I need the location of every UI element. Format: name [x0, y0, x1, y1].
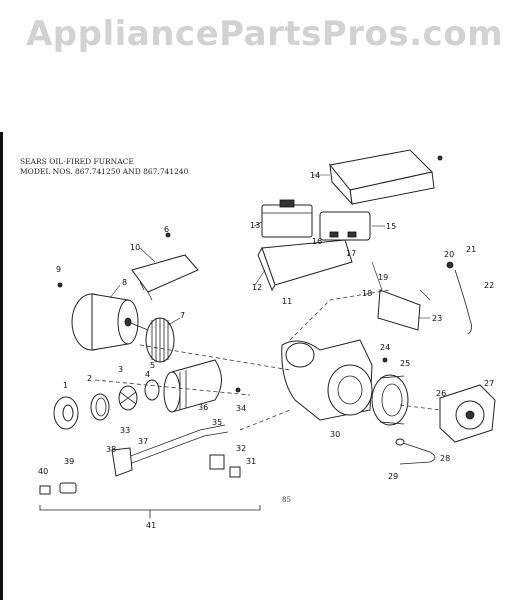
- part-12-mounting-plate: [257, 239, 353, 292]
- part-40-nozzle-adapter: [39, 485, 51, 495]
- callout-33: 33: [120, 426, 130, 435]
- callout-27: 27: [484, 379, 494, 388]
- part-27-oil-pump: [439, 384, 496, 443]
- callout-4: 4: [145, 370, 150, 379]
- callout-9: 9: [56, 265, 61, 274]
- page-margin-line: [0, 132, 3, 600]
- callout-21: 21: [466, 245, 476, 254]
- callout-10: 10: [130, 243, 140, 252]
- callout-3: 3: [118, 365, 123, 374]
- diagram-title-block: SEARS OIL-FIRED FURNACE MODEL NOS. 867.7…: [20, 157, 188, 177]
- part-28-oil-line: [395, 438, 436, 465]
- callout-7: 7: [180, 311, 185, 320]
- diagram-title: SEARS OIL-FIRED FURNACE: [20, 157, 134, 166]
- callout-15: 15: [386, 222, 396, 231]
- part-4-band: [144, 379, 160, 401]
- callout-11: 11: [282, 297, 292, 306]
- page-number: 85: [282, 496, 291, 504]
- callout-36: 36: [198, 403, 208, 412]
- part-8-blower-motor: [71, 293, 149, 351]
- callout-6: 6: [164, 225, 169, 234]
- callout-24: 24: [380, 343, 390, 352]
- callout-23: 23: [432, 314, 442, 323]
- callout-40: 40: [38, 467, 48, 476]
- callout-19: 19: [378, 273, 388, 282]
- part-3-air-shutter: [118, 385, 138, 411]
- watermark: AppliancePartsPros.com: [25, 14, 503, 54]
- callout-25: 25: [400, 359, 410, 368]
- part-38-electrode-bracket: [111, 447, 133, 477]
- part-15-relay: [319, 211, 371, 241]
- callout-leader-lines: [109, 174, 431, 326]
- callout-41: 41: [146, 521, 156, 530]
- diagram-model-numbers: MODEL NOS. 867.741250 AND 867.741240: [20, 167, 189, 176]
- part-1-cover: [53, 396, 79, 430]
- callout-14: 14: [310, 171, 320, 180]
- part-39-nozzle: [59, 482, 77, 494]
- callout-29: 29: [388, 472, 398, 481]
- assembly-guide-lines: [94, 289, 441, 431]
- callout-38: 38: [106, 445, 116, 454]
- callout-28: 28: [440, 454, 450, 463]
- part-13-ignition-transformer: [261, 199, 313, 238]
- part-10-cover-plate: [131, 254, 199, 301]
- callout-18: 18: [362, 289, 372, 298]
- part-5-air-tube: [163, 359, 222, 413]
- screw-fasteners: [57, 155, 454, 393]
- part-23-bracket: [377, 289, 421, 331]
- part-41-group-bracket: [39, 505, 261, 518]
- callout-8: 8: [122, 278, 127, 287]
- part-30-burner-housing: [281, 339, 373, 421]
- callout-32: 32: [236, 444, 246, 453]
- callout-26: 26: [436, 389, 446, 398]
- callout-labels: 1 2 3 4 5 6 7 8 9 10 11 12 13 14 15 16 1…: [38, 171, 494, 530]
- part-7-blower-wheel: [145, 317, 175, 363]
- callout-34: 34: [236, 404, 246, 413]
- callout-1: 1: [63, 381, 68, 390]
- callout-17: 17: [346, 249, 356, 258]
- callout-35: 35: [212, 418, 222, 427]
- callout-22: 22: [484, 281, 494, 290]
- callout-37: 37: [138, 437, 148, 446]
- callout-5: 5: [150, 361, 155, 370]
- part-22-wire-lead: [454, 269, 472, 335]
- callout-16: 16: [312, 237, 322, 246]
- callout-13: 13: [250, 221, 260, 230]
- callout-2: 2: [87, 374, 92, 383]
- callout-31: 31: [246, 457, 256, 466]
- callout-12: 12: [252, 283, 262, 292]
- callout-20: 20: [444, 250, 454, 259]
- part-36-electrode-assembly: [119, 424, 241, 478]
- callout-39: 39: [64, 457, 74, 466]
- callout-30: 30: [330, 430, 340, 439]
- part-14-cover: [329, 149, 435, 206]
- part-25-fan-housing: [371, 374, 409, 426]
- part-2-ring: [90, 393, 110, 421]
